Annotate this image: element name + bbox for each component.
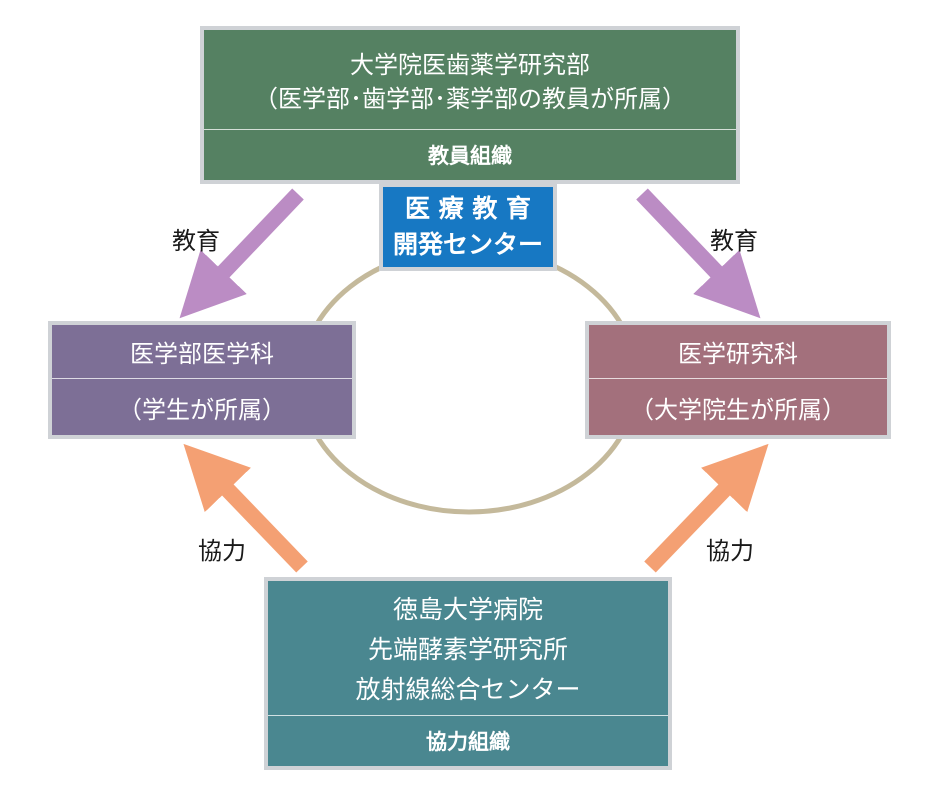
medical-school-box: 医学部医学科 （学生が所属） [48,321,356,439]
education-center-line2: 開発センター [392,230,543,259]
cooperating-organization-line2: 先端酵素学研究所 [367,635,568,664]
cooperating-organization-line1: 徳島大学病院 [392,595,543,624]
education-arrow-right [636,188,761,319]
education-center-main: 医 療 教 育 開発センター [383,187,553,267]
graduate-school-footer: （大学院生が所属） [589,378,887,435]
cooperating-organization-main: 徳島大学病院 先端酵素学研究所 放射線総合センター [268,581,668,715]
cooperation-label-left: 協力 [198,537,246,565]
education-arrow-left [179,188,304,319]
faculty-organization-box: 大学院医歯薬学研究部 （医学部･歯学部･薬学部の教員が所属） 教員組織 [200,26,740,184]
faculty-organization-title: 大学院医歯薬学研究部 [350,50,590,79]
education-center-line1: 医 療 教 育 [404,194,532,223]
graduate-school-title: 医学研究科 [678,340,798,368]
faculty-organization-subtitle: （医学部･歯学部･薬学部の教員が所属） [254,84,686,113]
faculty-organization-footer: 教員組織 [204,129,736,180]
cooperation-arrow-left [183,443,308,573]
education-label-right: 教育 [710,227,758,255]
education-center-box: 医 療 教 育 開発センター [379,183,557,271]
cooperating-organization-footer: 協力組織 [268,715,668,766]
medical-school-footer: （学生が所属） [52,378,352,435]
cooperating-organization-line3: 放射線総合センター [355,675,581,704]
graduate-school-box: 医学研究科 （大学院生が所属） [585,321,891,439]
faculty-organization-main: 大学院医歯薬学研究部 （医学部･歯学部･薬学部の教員が所属） [204,30,736,129]
cooperating-organization-box: 徳島大学病院 先端酵素学研究所 放射線総合センター 協力組織 [264,577,672,770]
education-label-left: 教育 [172,227,220,255]
medical-school-title: 医学部医学科 [130,340,274,368]
cooperation-label-right: 協力 [706,537,754,565]
cooperation-arrow-right [644,443,769,573]
